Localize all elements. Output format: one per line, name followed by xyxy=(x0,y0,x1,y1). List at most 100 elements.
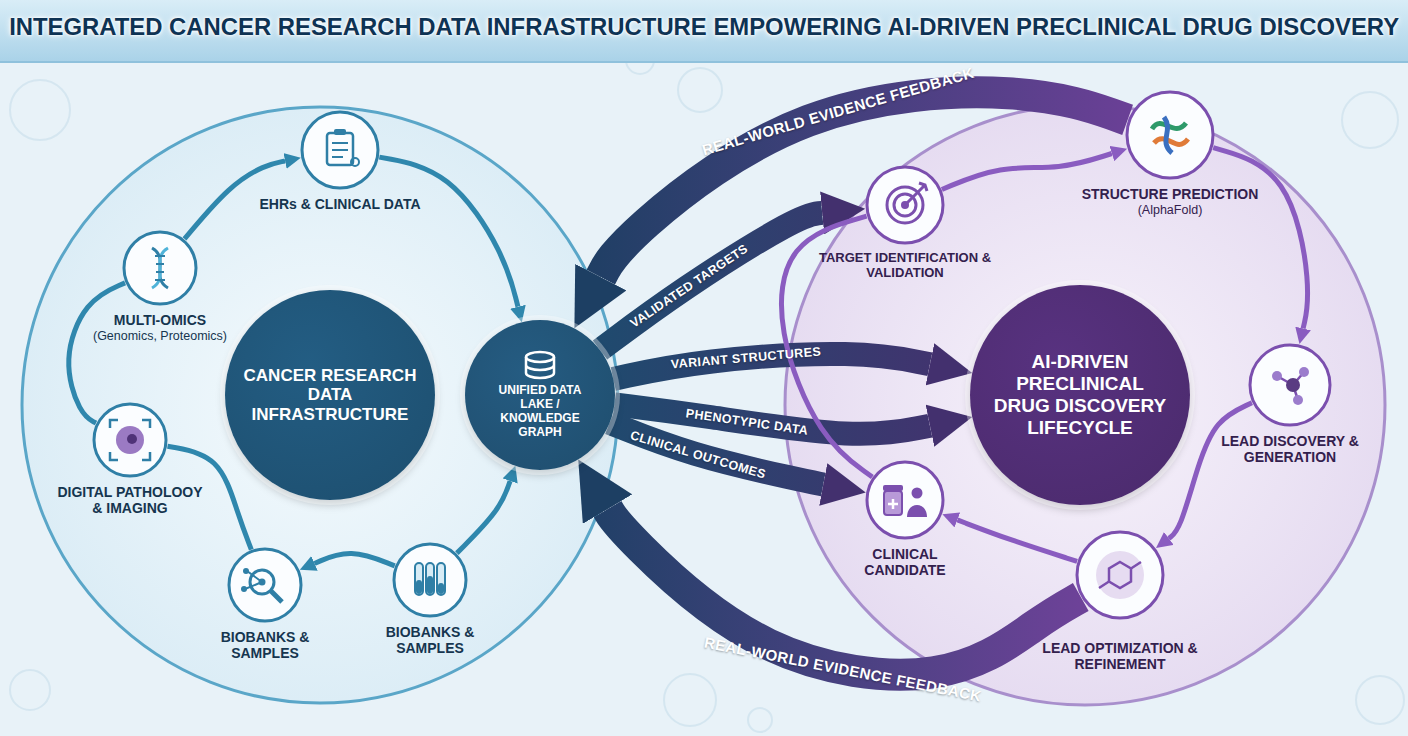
node-label: BIOBANKS & SAMPLES xyxy=(355,624,505,656)
cycle-arrow xyxy=(457,481,510,553)
data-flow-arrow xyxy=(613,354,930,379)
arrow-label: REAL-WORLD EVIDENCE FEEDBACK xyxy=(703,633,983,704)
arrow-label: REAL-WORLD EVIDENCE FEEDBACK xyxy=(700,64,976,159)
icon-stroke xyxy=(416,580,422,594)
icon-stroke xyxy=(415,563,423,595)
icon-stroke xyxy=(912,488,923,499)
node-label: BIOBANKS & SAMPLES xyxy=(190,629,340,661)
icon-ring xyxy=(867,167,943,243)
icon-stroke xyxy=(888,499,898,509)
stage-node: BIOBANKS & SAMPLES xyxy=(355,542,505,656)
stage-node: LEAD DISCOVERY & GENERATION xyxy=(1215,343,1365,465)
icon-stroke xyxy=(243,568,249,574)
icon-stroke xyxy=(152,248,168,288)
icon-stroke xyxy=(334,129,346,135)
stage-node: MULTI-OMICS(Genomics, Proteomics) xyxy=(70,230,250,344)
icon-stroke xyxy=(438,583,444,594)
icon-ring xyxy=(867,462,943,538)
icon-stroke xyxy=(1096,551,1144,599)
icon-circle xyxy=(300,110,380,190)
icon-circle xyxy=(122,230,198,306)
icon-stroke xyxy=(1099,562,1141,588)
icon-stroke xyxy=(241,586,247,592)
icon-circle xyxy=(865,460,945,540)
arrow-label: VALIDATED TARGETS xyxy=(628,241,751,330)
node-label: STRUCTURE PREDICTION xyxy=(1075,186,1265,202)
node-label: CLINICAL CANDIDATE xyxy=(840,546,970,578)
icon-ring xyxy=(1250,345,1330,425)
node-label: DIGITAL PATHOLOOY & IMAGING xyxy=(55,484,205,516)
stage-node: LEAD OPTIMIZATION & REFINEMENT xyxy=(1025,530,1215,672)
icon-stroke xyxy=(1154,139,1188,145)
icon-stroke xyxy=(883,485,903,491)
node-sublabel: (Genomics, Proteomics) xyxy=(70,329,250,344)
node-label: AI-DRIVEN PRECLINICAL DRUG DISCOVERY LIF… xyxy=(988,351,1172,438)
icon-stroke xyxy=(907,183,927,203)
icon-circle xyxy=(227,547,303,623)
stage-node: EHRs & CLINICAL DATA xyxy=(255,110,425,212)
cycle-arrow xyxy=(379,157,518,307)
data-flow-arrow xyxy=(610,423,824,485)
icon-stroke xyxy=(907,505,927,517)
icon-stroke xyxy=(271,591,282,602)
icon-ring xyxy=(229,549,301,621)
icon-stroke xyxy=(526,357,554,378)
icon-ring xyxy=(94,404,166,476)
icon-ring xyxy=(394,544,466,616)
arrow-label: CLINICAL OUTCOMES xyxy=(628,428,767,481)
title-band xyxy=(0,0,1408,62)
node-label: CANCER RESEARCH DATA INFRASTRUCTURE xyxy=(239,366,421,425)
icon-stroke xyxy=(1272,371,1282,381)
stage-node: STRUCTURE PREDICTION(AlphaFold) xyxy=(1075,90,1265,218)
icon-stroke xyxy=(884,491,902,515)
stage-node: DIGITAL PATHOLOOY & IMAGING xyxy=(55,402,205,516)
icon-stroke xyxy=(526,352,554,362)
node-label: MULTI-OMICS xyxy=(70,312,250,328)
icon-stroke xyxy=(437,563,445,595)
icon-circle xyxy=(1125,90,1215,180)
arrow-label: VARIANT STRUCTURES xyxy=(670,345,821,372)
icon-stroke xyxy=(152,248,168,288)
icon-ring xyxy=(302,112,378,188)
title-holder: INTEGRATED CANCER RESEARCH DATA INFRASTR… xyxy=(0,13,1408,41)
icon-stroke xyxy=(332,143,348,157)
stage-node: CLINICAL CANDIDATE xyxy=(840,460,970,578)
decor-circles xyxy=(10,46,1404,732)
hub-circle: UNIFIED DATA LAKE / KNOWLEDGE GRAPH xyxy=(465,320,615,470)
icon-stroke xyxy=(426,563,434,595)
icon-stroke xyxy=(116,426,144,454)
cycle-arrow xyxy=(69,283,125,423)
icon-stroke xyxy=(427,576,433,594)
icon-stroke xyxy=(1299,367,1309,377)
cycle-arrow xyxy=(957,520,1077,561)
icon-stroke xyxy=(1293,395,1303,405)
node-label: LEAD DISCOVERY & GENERATION xyxy=(1215,433,1365,465)
hub-circle: AI-DRIVEN PRECLINICAL DRUG DISCOVERY LIF… xyxy=(970,285,1190,505)
stage-node: BIOBANKS & SAMPLES xyxy=(190,547,340,661)
node-label: UNIFIED DATA LAKE / KNOWLEDGE GRAPH xyxy=(483,384,597,439)
feedback-arrow xyxy=(608,509,1081,675)
feedback-arrow xyxy=(601,92,1128,277)
cycle-arrow xyxy=(1213,148,1307,329)
icon-stroke xyxy=(1286,378,1300,392)
icon-ring xyxy=(1077,532,1163,618)
icon-stroke xyxy=(1109,562,1131,588)
data-flow-arrow xyxy=(614,404,929,434)
icon-stroke xyxy=(327,133,353,165)
arrow-label: PHENOTYPIC DATA xyxy=(685,407,809,438)
infrastructure-circle xyxy=(22,107,618,703)
icon-circle xyxy=(1075,530,1165,620)
icon-stroke xyxy=(245,571,262,589)
node-label: TARGET IDENTIFICATION & VALIDATION xyxy=(800,251,1010,281)
icon-circle xyxy=(392,542,468,618)
icon-circle xyxy=(865,165,945,245)
icon-circle xyxy=(1248,343,1332,427)
lifecycle-circle xyxy=(785,105,1385,705)
icon-stroke xyxy=(127,434,137,444)
database-icon xyxy=(522,350,558,380)
icon-ring xyxy=(1127,92,1213,178)
hub-circle: CANCER RESEARCH DATA INFRASTRUCTURE xyxy=(225,290,435,500)
icon-stroke xyxy=(351,158,359,166)
stage-node: TARGET IDENTIFICATION & VALIDATION xyxy=(800,165,1010,281)
